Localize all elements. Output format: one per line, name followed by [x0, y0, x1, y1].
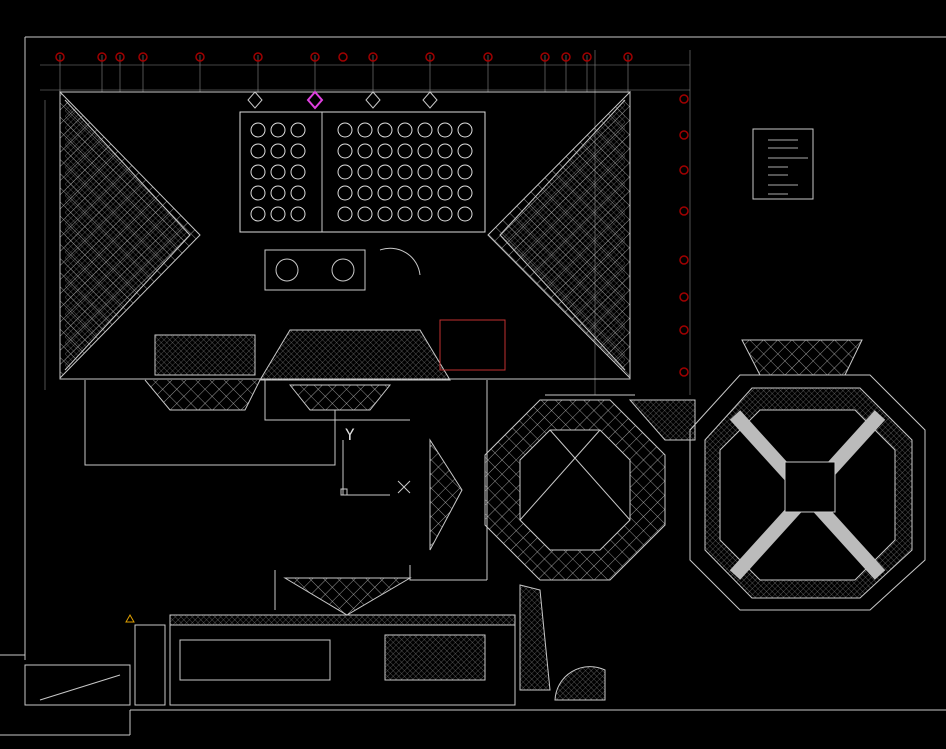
- banquet-table: [290, 206, 306, 222]
- banquet-table: [250, 122, 266, 138]
- banquet-table: [270, 164, 286, 180]
- right-octagon-hall: [689, 339, 926, 611]
- banquet-table: [357, 164, 373, 180]
- banquet-table: [290, 164, 306, 180]
- ucs-y-label: Y: [345, 425, 355, 444]
- main-building-plan: [59, 90, 631, 411]
- banquet-table: [290, 143, 306, 159]
- banquet-table: [357, 143, 373, 159]
- grid-axes: [40, 50, 691, 395]
- banquet-table: [417, 164, 433, 180]
- banquet-table: [357, 122, 373, 138]
- banquet-table: [377, 185, 393, 201]
- lower-wing-plan: [24, 577, 516, 706]
- ucs-icon: [340, 440, 411, 496]
- banquet-table: [437, 164, 453, 180]
- banquet-table: [250, 206, 266, 222]
- banquet-table: [337, 164, 353, 180]
- banquet-table: [250, 164, 266, 180]
- banquet-table: [270, 185, 286, 201]
- banquet-table: [337, 185, 353, 201]
- banquet-table: [457, 185, 473, 201]
- banquet-table: [457, 122, 473, 138]
- banquet-table: [397, 164, 413, 180]
- banquet-table: [437, 122, 453, 138]
- banquet-table: [397, 206, 413, 222]
- banquet-table: [377, 164, 393, 180]
- banquet-table: [357, 206, 373, 222]
- banquet-table: [377, 122, 393, 138]
- middle-octagon-hall: [429, 399, 696, 701]
- banquet-table: [270, 122, 286, 138]
- banquet-table: [270, 143, 286, 159]
- banquet-table: [357, 185, 373, 201]
- banquet-table: [397, 185, 413, 201]
- banquet-table: [290, 122, 306, 138]
- banquet-table: [437, 143, 453, 159]
- banquet-table: [337, 143, 353, 159]
- banquet-table: [417, 185, 433, 201]
- banquet-table: [337, 122, 353, 138]
- banquet-table: [337, 206, 353, 222]
- ballroom: [239, 111, 486, 233]
- banquet-table: [270, 206, 286, 222]
- banquet-table: [377, 143, 393, 159]
- drawing-border: [0, 36, 946, 736]
- banquet-table: [457, 143, 473, 159]
- banquet-table: [457, 164, 473, 180]
- banquet-table: [417, 206, 433, 222]
- banquet-table: [397, 122, 413, 138]
- banquet-table: [250, 185, 266, 201]
- banquet-table: [377, 206, 393, 222]
- banquet-table: [437, 206, 453, 222]
- legend-box: [752, 128, 814, 200]
- banquet-table: [437, 185, 453, 201]
- banquet-table: [417, 122, 433, 138]
- banquet-tables: [250, 122, 473, 222]
- banquet-table: [457, 206, 473, 222]
- banquet-table: [397, 143, 413, 159]
- legend-entries: [768, 139, 808, 195]
- banquet-table: [290, 185, 306, 201]
- banquet-table: [250, 143, 266, 159]
- banquet-table: [417, 143, 433, 159]
- grid-bubbles: [55, 52, 689, 377]
- warning-marker-icon: [125, 613, 135, 623]
